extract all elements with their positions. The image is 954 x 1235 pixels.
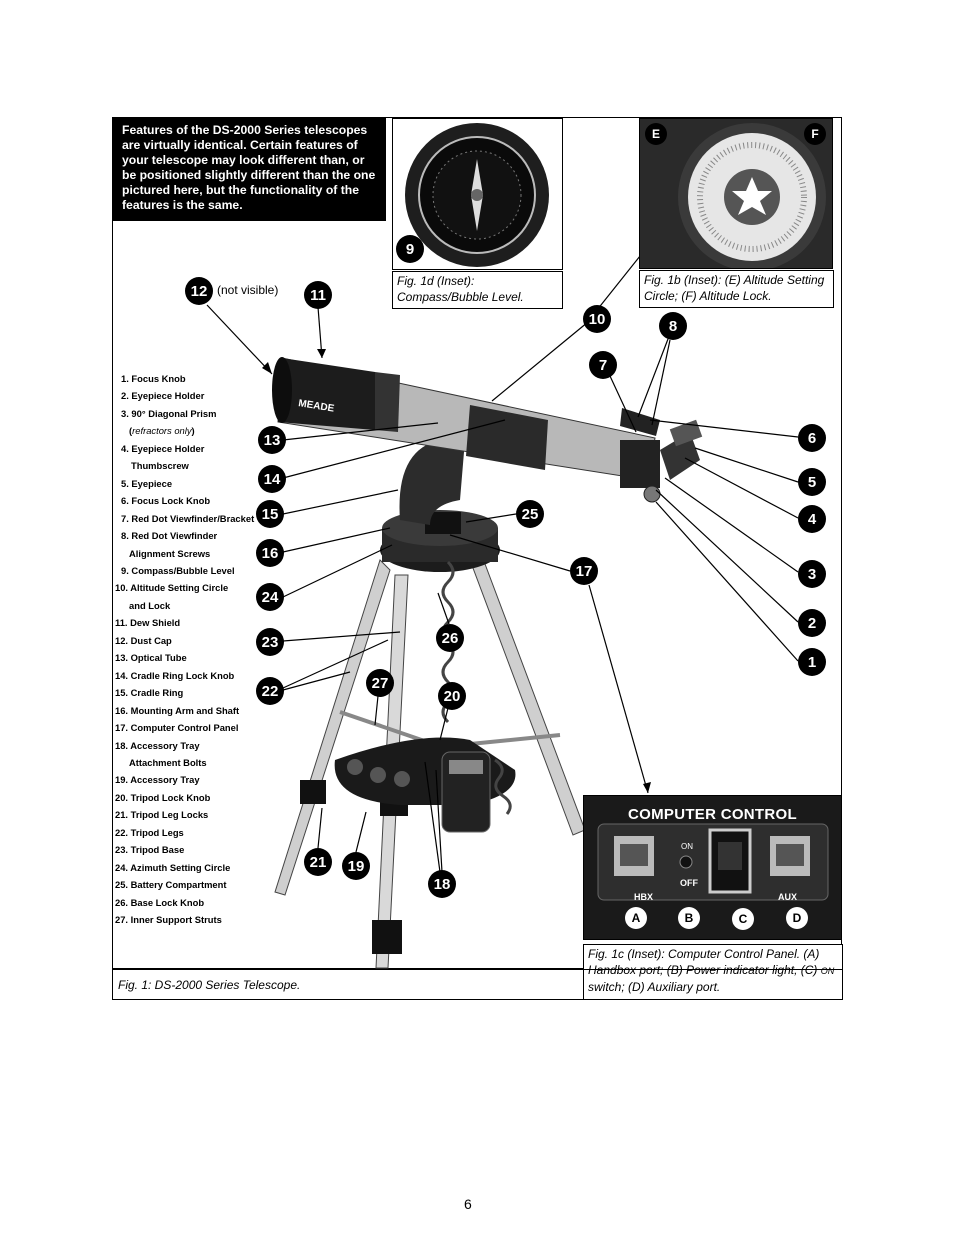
- list-item: 16. Mounting Arm and Shaft: [115, 704, 240, 716]
- list-item: 21. Tripod Leg Locks: [115, 809, 209, 821]
- callout-13: 13: [258, 426, 286, 454]
- callout-c: C: [732, 908, 754, 930]
- list-item: 4. Eyepiece Holder: [121, 442, 205, 454]
- list-item: 13. Optical Tube: [115, 652, 187, 664]
- compass-caption: Fig. 1d (Inset): Compass/Bubble Level.: [392, 271, 563, 309]
- list-item: Attachment Bolts: [129, 756, 207, 768]
- compass-inset: [392, 118, 563, 270]
- figure-caption: Fig. 1: DS-2000 Series Telescope.: [118, 978, 301, 992]
- altitude-caption: Fig. 1b (Inset): (E) Altitude Setting Ci…: [639, 270, 834, 308]
- callout-27: 27: [366, 669, 394, 697]
- list-item: 14. Cradle Ring Lock Knob: [115, 669, 235, 681]
- list-item: 6. Focus Lock Knob: [121, 495, 211, 507]
- list-item: 22. Tripod Legs: [115, 826, 184, 838]
- page-number: 6: [464, 1196, 472, 1212]
- list-item: 18. Accessory Tray: [115, 739, 200, 751]
- list-item: 3. 90° Diagonal Prism: [121, 407, 217, 419]
- computer-control-panel-illustration: [597, 823, 829, 901]
- callout-11: 11: [304, 281, 332, 309]
- callout-18: 18: [428, 870, 456, 898]
- callout-14: 14: [258, 465, 286, 493]
- callout-e: E: [645, 123, 667, 145]
- callout-4: 4: [798, 505, 826, 533]
- intro-text-box: Features of the DS-2000 Series telescope…: [113, 118, 386, 221]
- list-item: 7. Red Dot Viewfinder/Bracket: [121, 512, 255, 524]
- callout-1: 1: [798, 648, 826, 676]
- aux-label: AUX: [778, 892, 798, 902]
- list-item: 11. Dew Shield: [115, 617, 181, 629]
- list-item: Alignment Screws: [129, 547, 211, 559]
- callout-9: 9: [396, 235, 424, 263]
- callout-6: 6: [798, 424, 826, 452]
- compass-illustration: [405, 123, 549, 267]
- on-label: ON: [681, 842, 693, 851]
- callout-5: 5: [798, 468, 826, 496]
- list-item: 15. Cradle Ring: [115, 687, 184, 699]
- list-item: 26. Base Lock Knob: [115, 896, 205, 908]
- callout-26: 26: [436, 624, 464, 652]
- callout-16: 16: [256, 539, 284, 567]
- figure-frame: [112, 117, 842, 969]
- list-item: 1. Focus Knob: [121, 373, 186, 384]
- callout-22: 22: [256, 677, 284, 705]
- callout-23: 23: [256, 628, 284, 656]
- callout-d: D: [786, 907, 808, 929]
- callout-2: 2: [798, 609, 826, 637]
- list-item: 10. Altitude Setting Circle: [115, 582, 229, 594]
- list-item: 9. Compass/Bubble Level: [121, 564, 235, 576]
- list-item: and Lock: [129, 599, 171, 611]
- list-item: 20. Tripod Lock Knob: [115, 791, 211, 803]
- altitude-inset: [639, 118, 833, 271]
- callout-21: 21: [304, 848, 332, 876]
- figure-caption-box: [112, 969, 843, 1000]
- callout-12: 12: [185, 277, 213, 305]
- list-item: 5. Eyepiece: [121, 477, 173, 489]
- list-item: 19. Accessory Tray: [115, 774, 200, 786]
- list-item: Thumbscrew: [131, 460, 189, 472]
- callout-17: 17: [570, 557, 598, 585]
- off-label: OFF: [680, 878, 698, 888]
- list-item: 8. Red Dot Viewfinder: [121, 530, 218, 542]
- callout-7: 7: [589, 351, 617, 379]
- callout-8: 8: [659, 312, 687, 340]
- list-item: 17. Computer Control Panel: [115, 722, 239, 734]
- callout-20: 20: [438, 682, 466, 710]
- intro-text: Features of the DS-2000 Series telescope…: [122, 123, 376, 212]
- altitude-setting-circle-illustration: [678, 123, 826, 271]
- callout-19: 19: [342, 852, 370, 880]
- not-visible-note: (not visible): [217, 283, 279, 297]
- list-item: (refractors only): [129, 425, 195, 437]
- list-item: 25. Battery Compartment: [115, 879, 227, 891]
- callout-3: 3: [798, 560, 826, 588]
- list-item: 27. Inner Support Struts: [115, 914, 222, 926]
- list-item: 12. Dust Cap: [115, 634, 172, 646]
- list-item: 2. Eyepiece Holder: [121, 390, 205, 402]
- callout-15: 15: [256, 500, 284, 528]
- parts-list: 1. Focus Knob 2. Eyepiece Holder 3. 90° …: [115, 370, 254, 929]
- computer-control-title: COMPUTER CONTROL: [628, 806, 797, 823]
- callout-10: 10: [583, 305, 611, 333]
- hbx-label: HBX: [634, 892, 654, 902]
- list-item: 23. Tripod Base: [115, 844, 185, 856]
- callout-b: B: [678, 907, 700, 929]
- callout-24: 24: [256, 583, 284, 611]
- callout-a: A: [625, 907, 647, 929]
- callout-f: F: [804, 123, 826, 145]
- callout-25: 25: [516, 500, 544, 528]
- list-item: 24. Azimuth Setting Circle: [115, 861, 231, 873]
